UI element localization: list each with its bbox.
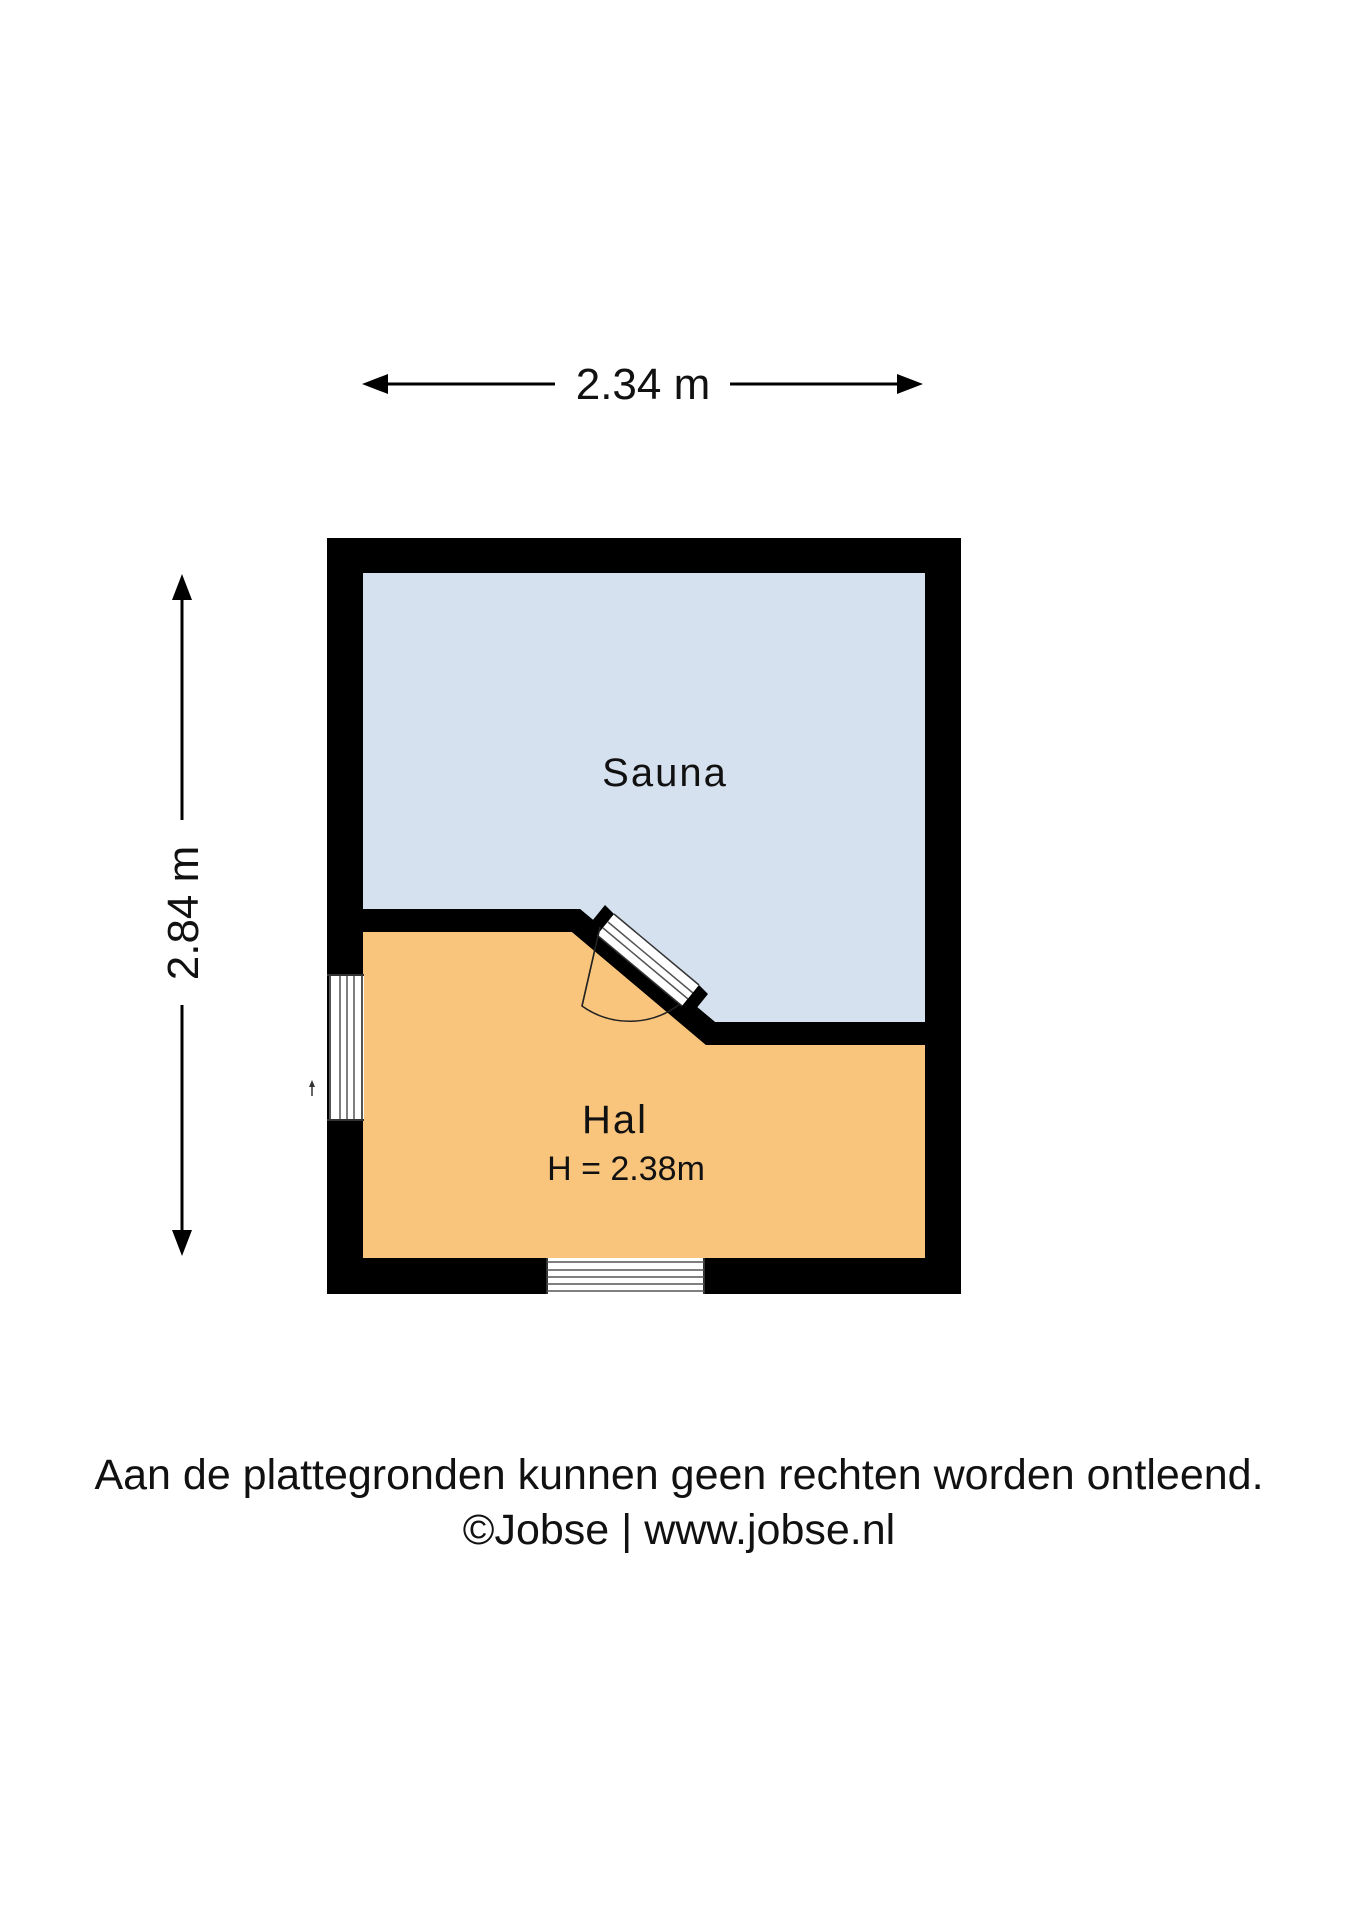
- room-label-sauna: Sauna: [602, 751, 728, 795]
- left-window: [327, 974, 364, 1121]
- room-label-hal: Hal: [582, 1098, 648, 1142]
- door-swing-arc: [581, 926, 681, 1023]
- sauna-room: [363, 573, 925, 1022]
- entrance-arrow-icon: [309, 1080, 315, 1096]
- credit-text: ©Jobse | www.jobse.nl: [462, 1506, 896, 1554]
- width-label: 2.34 m: [576, 360, 711, 409]
- arrow-down-icon: [172, 1230, 192, 1256]
- arrow-up-icon: [172, 574, 192, 600]
- height-dimension: 2.84 m: [159, 574, 208, 1256]
- width-dimension: 2.34 m: [362, 360, 923, 409]
- height-label: 2.84 m: [159, 846, 208, 981]
- bottom-window: [546, 1258, 705, 1294]
- sauna-door: [581, 905, 708, 1023]
- arrow-left-icon: [362, 374, 388, 394]
- arrow-right-icon: [897, 374, 923, 394]
- room-height-hal: H = 2.38m: [547, 1150, 705, 1188]
- hal-room: [363, 932, 925, 1258]
- interior-wall: [363, 909, 925, 1045]
- disclaimer-text: Aan de plattegronden kunnen geen rechten…: [94, 1451, 1264, 1499]
